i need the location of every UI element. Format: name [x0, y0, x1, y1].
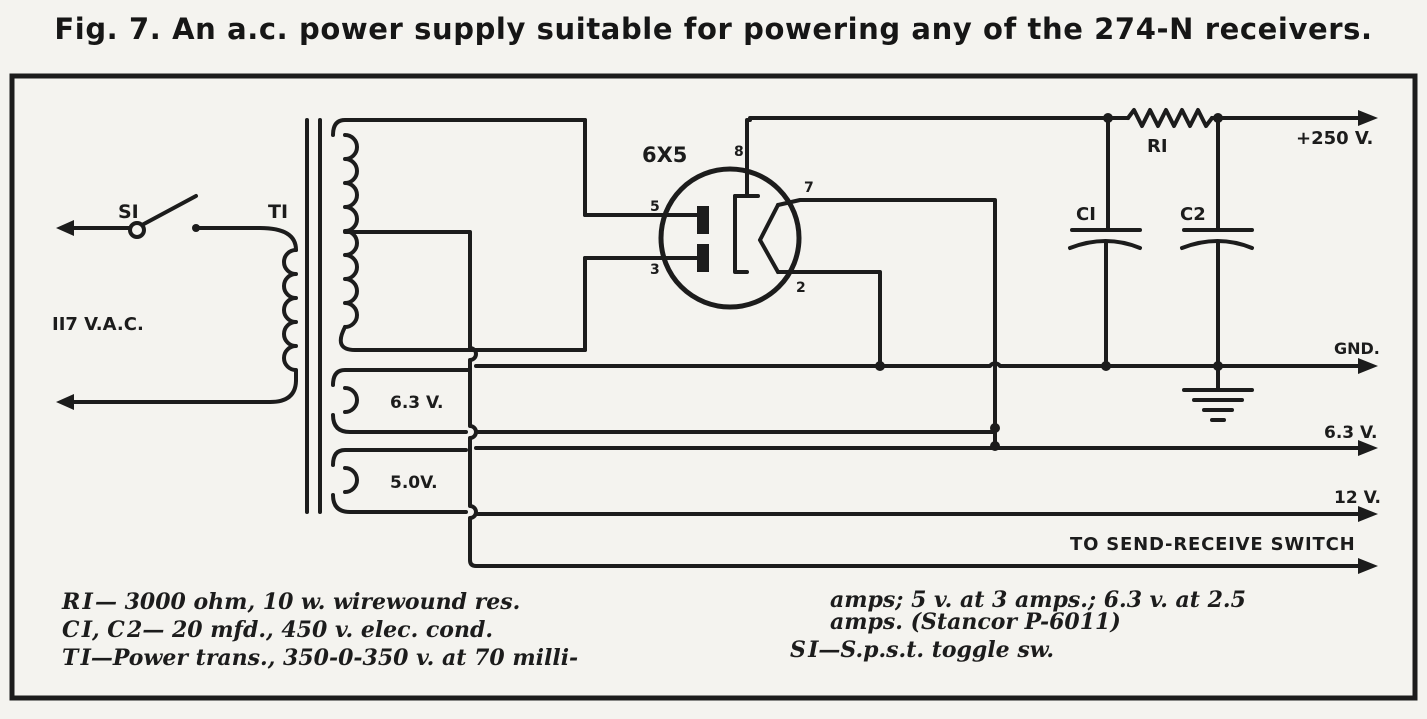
resistor-label: RI	[1147, 136, 1168, 157]
winding-5v-label: 5.0V.	[390, 473, 438, 493]
capacitor-c1	[1068, 116, 1142, 368]
cap1-label: CI	[1076, 204, 1096, 225]
frame	[9, 73, 1418, 701]
pin-2: 2	[796, 280, 806, 296]
transformer-secondary-5v	[331, 448, 468, 514]
gnd-line	[474, 358, 1378, 422]
out-12-label: 12 V.	[1334, 488, 1381, 508]
transformer-core	[305, 118, 322, 514]
transformer-secondary-63v	[331, 368, 472, 434]
cap2-label: C2	[1180, 204, 1206, 225]
gnd-label: GND.	[1334, 339, 1380, 358]
transformer-label: TI	[268, 201, 288, 223]
pin-7: 7	[804, 180, 814, 196]
pin-5: 5	[650, 199, 660, 215]
transformer-secondary-hv	[331, 118, 587, 352]
out-12v-line	[474, 506, 1378, 522]
heater-63v-line	[474, 423, 1378, 456]
legend-left: R I — 3000 ohm, 10 w. wirewound res. C I…	[62, 588, 578, 672]
pin-8: 8	[734, 144, 744, 160]
legend-t1: T I—Power trans., 350-0-350 v. at 70 mil…	[62, 645, 579, 671]
out-switch-label: TO SEND-RECEIVE SWITCH	[1070, 534, 1355, 555]
legend-t1-cont2: amps. (Stancor P-6011)	[830, 609, 1121, 635]
legend-r1: R I — 3000 ohm, 10 w. wirewound res.	[62, 589, 521, 615]
legend-s1: S I—S.p.s.t. toggle sw.	[790, 637, 1055, 663]
pin-3: 3	[650, 262, 660, 278]
switch-label: SI	[118, 201, 139, 223]
input-voltage-label: II7 V.A.C.	[52, 314, 144, 335]
legend-right: amps; 5 v. at 3 amps.; 6.3 v. at 2.5 amp…	[790, 586, 1246, 664]
capacitor-c2	[1180, 116, 1254, 368]
out-250-label: +250 V.	[1296, 128, 1373, 149]
center-tap-bus	[468, 346, 1378, 574]
legend-c: C I, C 2— 20 mfd., 450 v. elec. cond.	[62, 617, 493, 643]
input-line	[56, 194, 298, 410]
transformer-primary	[282, 248, 298, 382]
rectifier-tube	[583, 118, 997, 428]
winding-6v-label: 6.3 V.	[390, 393, 443, 413]
out-63-label: 6.3 V.	[1324, 423, 1377, 443]
tube-label: 6X5	[642, 143, 687, 167]
figure-title: Fig. 7. An a.c. power supply suitable fo…	[54, 12, 1373, 46]
b-plus-line	[748, 108, 1378, 128]
legend-t1-cont1: amps; 5 v. at 3 amps.; 6.3 v. at 2.5	[830, 587, 1246, 613]
